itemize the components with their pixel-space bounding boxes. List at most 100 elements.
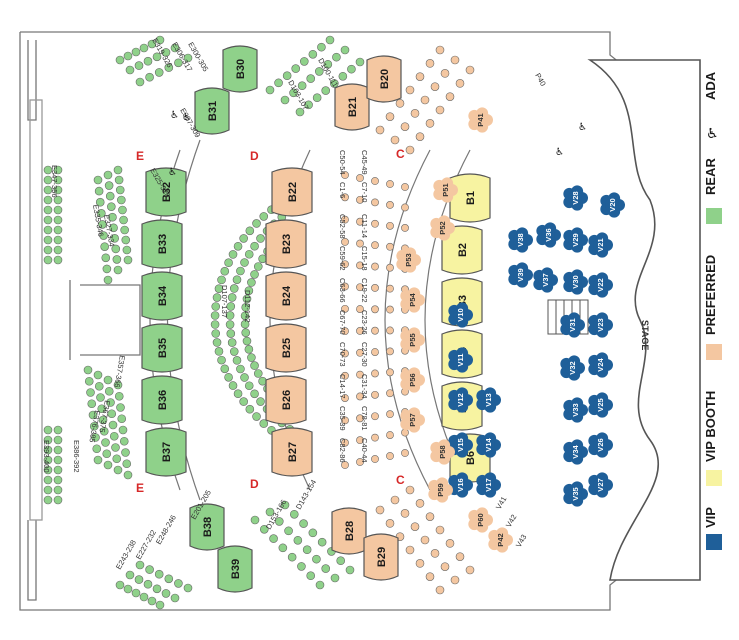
seat[interactable] [440,562,450,571]
seat[interactable] [425,119,435,128]
seat[interactable] [242,294,252,304]
preferred-table[interactable]: P56 [400,367,425,393]
seat[interactable] [239,397,248,406]
seat[interactable] [154,569,164,579]
seat[interactable] [174,579,183,588]
seat[interactable] [314,67,324,76]
seat[interactable] [84,376,94,386]
seat[interactable] [244,381,254,391]
seat[interactable] [139,592,149,602]
seat[interactable] [244,345,254,354]
seat[interactable] [145,565,154,574]
seat[interactable] [102,264,112,274]
seat[interactable] [240,311,250,321]
preferred-table[interactable]: P42 [488,527,513,553]
seat[interactable] [229,284,239,293]
preferred-table[interactable]: P54 [400,287,425,313]
seat[interactable] [252,219,261,228]
seat[interactable] [341,304,349,313]
booth[interactable]: B36 [141,375,183,425]
seat[interactable] [220,364,230,374]
booth[interactable]: B35 [141,323,183,373]
booth[interactable]: B32 [145,167,187,217]
seat[interactable] [356,305,364,313]
seat[interactable] [107,409,117,419]
seat[interactable] [53,205,63,215]
preferred-table[interactable]: P57 [400,407,425,433]
seat[interactable] [386,410,394,419]
seat[interactable] [152,52,162,62]
seat[interactable] [147,596,157,606]
seat[interactable] [465,65,475,75]
booth[interactable]: B23 [265,219,307,269]
seat[interactable] [103,170,113,180]
seat[interactable] [341,327,349,336]
seat[interactable] [405,545,415,555]
seat[interactable] [306,571,316,581]
seat[interactable] [386,347,394,356]
seat[interactable] [53,455,63,465]
seat[interactable] [115,185,125,195]
seat[interactable] [53,165,63,175]
seat[interactable] [111,443,120,452]
seat[interactable] [356,195,364,204]
seat[interactable] [371,284,379,292]
seat[interactable] [43,165,53,175]
vip-table[interactable]: V20 [600,192,625,218]
seat[interactable] [282,71,292,81]
seat[interactable] [317,42,326,52]
seat[interactable] [229,347,239,356]
seat[interactable] [371,219,379,228]
seat[interactable] [241,328,251,337]
seat[interactable] [355,57,365,67]
seat[interactable] [386,326,394,335]
seat[interactable] [101,438,110,447]
seat[interactable] [232,356,242,365]
seat[interactable] [105,191,115,201]
seat[interactable] [312,93,322,103]
seat[interactable] [371,262,379,271]
seat[interactable] [435,585,445,595]
seat[interactable] [131,47,141,57]
preferred-table[interactable]: P55 [400,327,425,353]
seat[interactable] [371,305,379,314]
seat[interactable] [123,255,133,265]
seat[interactable] [430,549,440,558]
seat[interactable] [440,69,450,78]
seat[interactable] [323,59,333,69]
vip-table[interactable]: V12 [448,387,473,413]
vip-table[interactable]: V37 [533,267,558,293]
vip-table[interactable]: V14 [476,432,501,458]
seat[interactable] [86,388,95,397]
seat[interactable] [53,475,63,485]
seat[interactable] [111,244,121,254]
seat[interactable] [356,283,364,292]
seat[interactable] [435,45,445,55]
seat[interactable] [115,55,125,65]
seat[interactable] [247,353,256,362]
seat[interactable] [341,238,349,246]
seat[interactable] [465,565,475,575]
seat[interactable] [386,368,394,377]
seat[interactable] [371,241,379,250]
seat[interactable] [306,74,316,83]
seat[interactable] [122,459,132,469]
seat[interactable] [232,275,242,284]
seat[interactable] [341,416,349,425]
seat[interactable] [97,404,107,414]
seat[interactable] [450,575,460,585]
seat[interactable] [43,425,53,435]
seat[interactable] [415,72,425,81]
seat[interactable] [143,579,153,589]
seat[interactable] [43,175,53,185]
seat[interactable] [445,539,455,548]
vip-table[interactable]: V13 [476,387,501,413]
seat[interactable] [289,88,298,98]
booth[interactable]: B29 [363,533,399,581]
seat[interactable] [104,386,114,396]
seat[interactable] [114,391,124,401]
seat[interactable] [101,253,111,263]
vip-table[interactable]: V35 [563,481,588,507]
seat[interactable] [259,419,269,428]
seat[interactable] [256,234,265,243]
